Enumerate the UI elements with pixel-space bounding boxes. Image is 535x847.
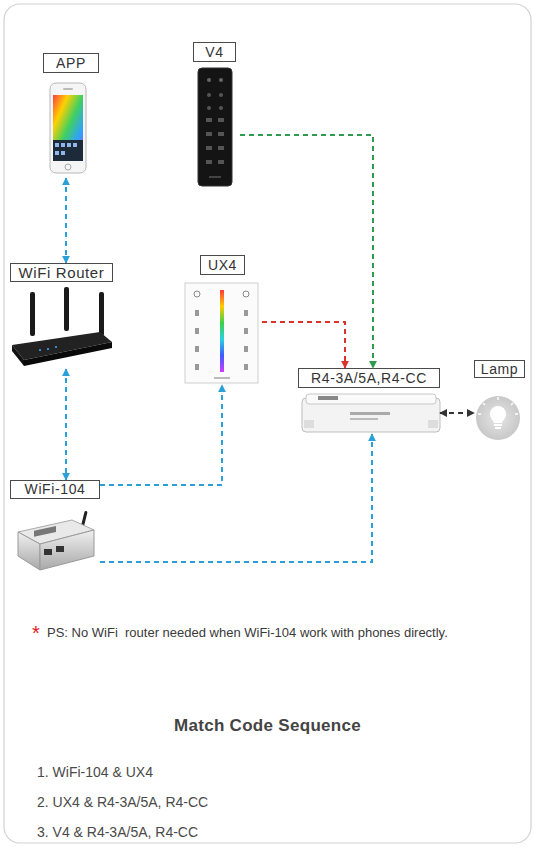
wall-panel-illustration [185, 283, 258, 383]
device-node: APP [43, 53, 99, 178]
dashed-connector [65, 178, 67, 263]
section-heading: Match Code Sequence [0, 716, 535, 736]
device-label: WiFi Router [10, 263, 113, 282]
router-illustration [12, 287, 112, 366]
note-asterisk: * [32, 622, 40, 645]
device-node: WiFi-104 [10, 480, 100, 575]
dashed-connector [440, 412, 474, 414]
device-node: Lamp [474, 360, 525, 444]
device-node: R4-3A/5A,R4-CC [298, 368, 440, 434]
list-item: 2. UX4 & R4-3A/5A, R4-CC [37, 794, 208, 810]
dashed-connector [240, 135, 373, 368]
wifi-box-illustration [18, 511, 94, 570]
dashed-connector [65, 369, 67, 480]
device-label: UX4 [200, 255, 245, 275]
dashed-connector [100, 385, 222, 485]
dashed-connector [262, 322, 345, 368]
device-label: WiFi-104 [10, 480, 100, 499]
note-text: PS: No WiFi router needed when WiFi-104 … [47, 625, 527, 640]
device-label: V4 [193, 42, 236, 62]
bulb-illustration [476, 396, 520, 440]
device-label: R4-3A/5A,R4-CC [298, 368, 440, 388]
dashed-connector [100, 434, 372, 562]
remote-illustration [198, 68, 232, 186]
device-label: APP [43, 53, 99, 73]
receiver-illustration [302, 394, 440, 432]
device-label: Lamp [474, 360, 525, 378]
list-item: 3. V4 & R4-3A/5A, R4-CC [37, 824, 198, 840]
list-item: 1. WiFi-104 & UX4 [37, 764, 153, 780]
device-node: V4 [193, 42, 240, 188]
phone-illustration [50, 83, 86, 173]
device-node: WiFi Router [10, 263, 113, 369]
device-node: UX4 [185, 255, 262, 385]
